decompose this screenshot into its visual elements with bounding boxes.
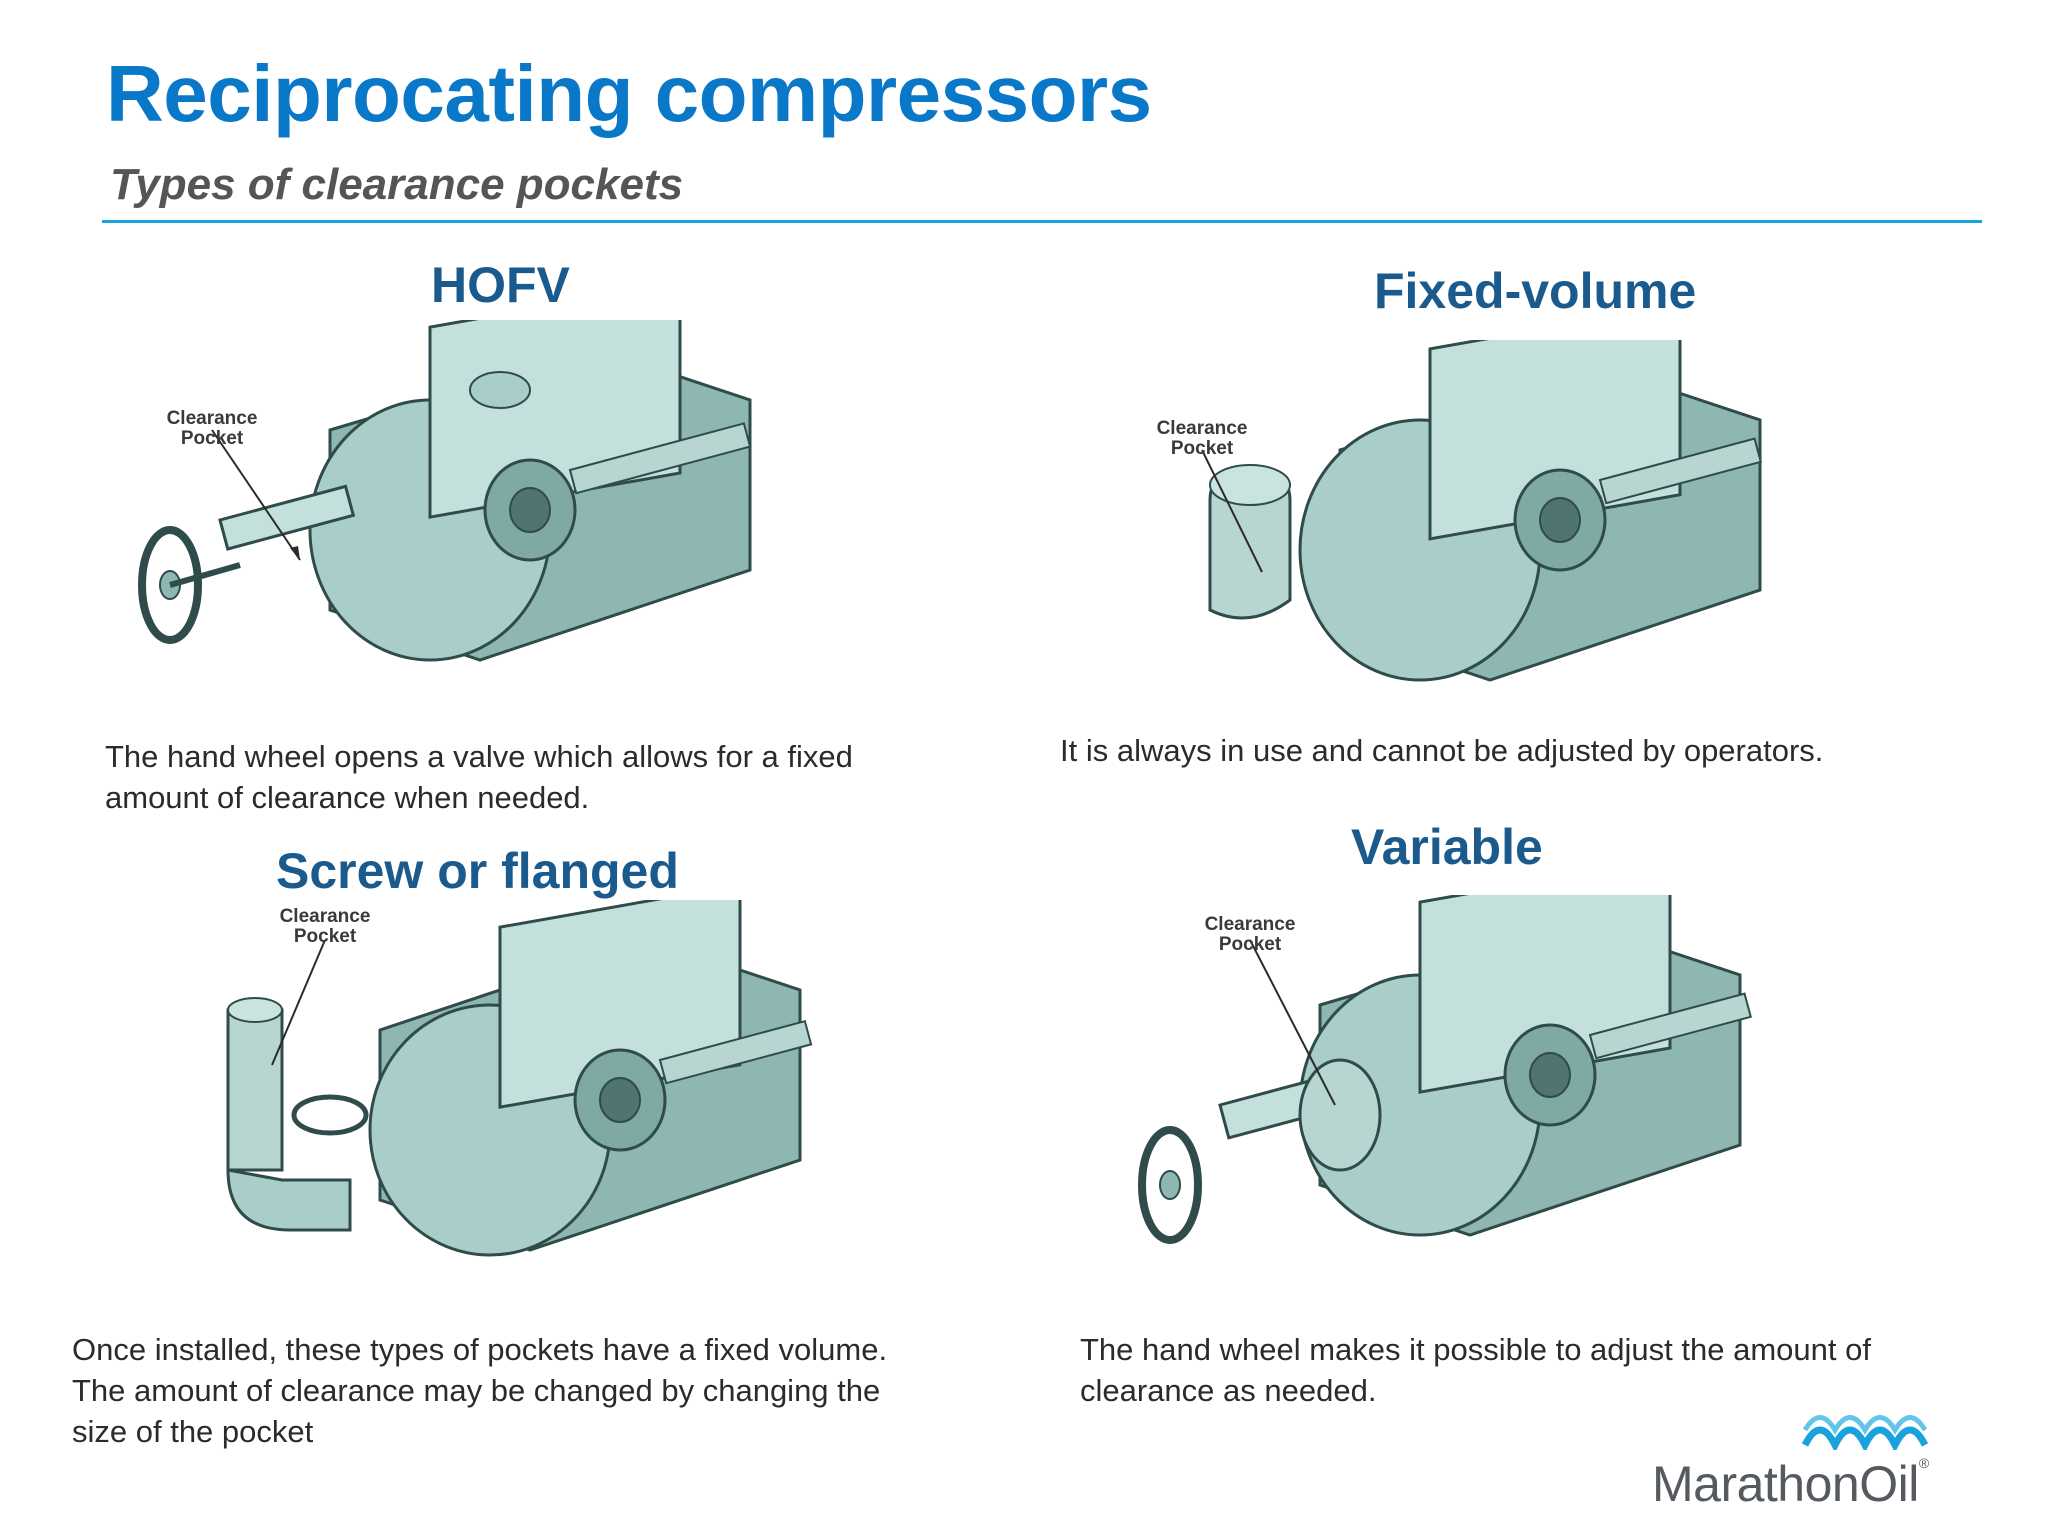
marathon-wave-icon	[1800, 1410, 1930, 1455]
description-fixed-volume: It is always in use and cannot be adjust…	[1060, 733, 1824, 768]
fixed-volume-diagram: Clearance Pocket	[1140, 340, 1780, 720]
callout-label: Clearance	[280, 906, 371, 927]
hofv-diagram: Clearance Pocket	[130, 320, 770, 700]
heading-screw-or-flanged: Screw or flanged	[276, 843, 679, 899]
callout-label: Clearance	[1205, 914, 1296, 935]
description-screw-or-flanged: Once installed, these types of pockets h…	[72, 1332, 888, 1449]
compressor-cutaway-icon: Clearance Pocket	[138, 320, 752, 662]
compressor-cutaway-icon: Clearance Pocket	[1157, 340, 1762, 682]
page-title: Reciprocating compressors	[106, 49, 1152, 138]
callout-label: Pocket	[294, 926, 357, 947]
callout-label: Pocket	[1171, 438, 1234, 459]
callout-label: Pocket	[1219, 934, 1282, 955]
description-hofv: The hand wheel opens a valve which allow…	[105, 739, 853, 815]
logo-wordmark-text: MarathonOil	[1652, 1456, 1919, 1512]
variable-diagram: Clearance Pocket	[1120, 895, 1760, 1285]
registered-mark: ®	[1918, 1455, 1929, 1471]
callout-label: Pocket	[181, 428, 244, 449]
heading-fixed-volume: Fixed-volume	[1374, 263, 1697, 319]
logo-wordmark: MarathonOil®	[1652, 1455, 1929, 1513]
screw-or-flanged-diagram: Clearance Pocket	[200, 900, 820, 1300]
heading-hofv: HOFV	[431, 257, 570, 313]
heading-variable: Variable	[1351, 819, 1543, 875]
title-divider	[102, 220, 1982, 223]
compressor-cutaway-icon: Clearance Pocket	[226, 900, 813, 1257]
description-variable: The hand wheel makes it possible to adju…	[1080, 1332, 1871, 1408]
page-subtitle: Types of clearance pockets	[110, 160, 684, 209]
compressor-cutaway-icon: Clearance Pocket	[1138, 895, 1752, 1244]
callout-label: Clearance	[167, 408, 258, 429]
callout-label: Clearance	[1157, 418, 1248, 439]
